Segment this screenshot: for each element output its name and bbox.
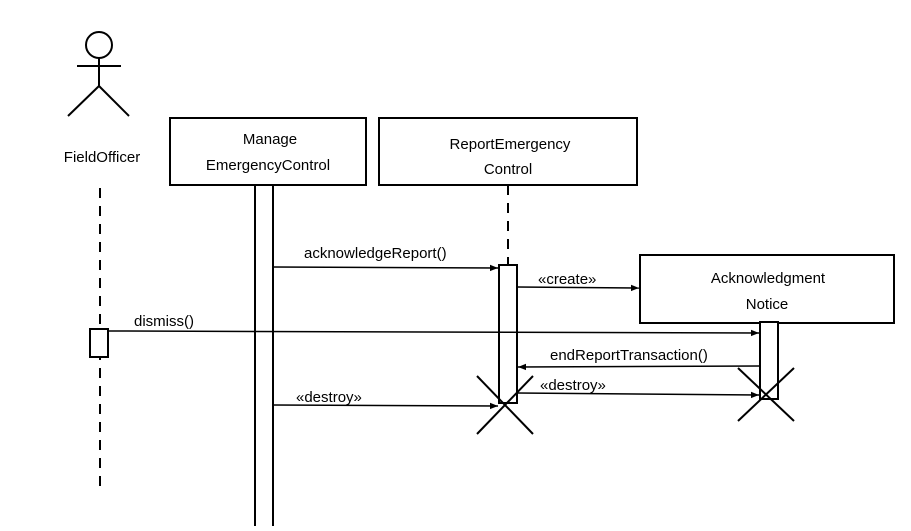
object-label-line1: Acknowledgment — [711, 270, 826, 287]
object-label-line2: EmergencyControl — [206, 157, 330, 174]
message-destroy-report: «destroy» — [272, 389, 499, 410]
object-box — [378, 117, 638, 186]
object-box — [169, 117, 367, 186]
message-destroy-notice: «destroy» — [516, 377, 760, 399]
actor-label: FieldOfficer — [64, 149, 140, 166]
message-arrow — [516, 391, 760, 399]
object-label-line1: Manage — [243, 131, 297, 148]
report-activation — [498, 264, 518, 404]
actor-field-officer: FieldOfficer — [64, 31, 140, 166]
message-label: endReportTransaction() — [550, 347, 708, 364]
notice-activation — [759, 321, 779, 400]
object-manage-emergency-control: Manage EmergencyControl — [169, 117, 367, 186]
manage-activation — [254, 184, 274, 531]
message-dismiss: dismiss() — [107, 313, 760, 337]
report-destroy-mark — [476, 375, 534, 435]
message-label: acknowledgeReport() — [304, 245, 447, 262]
object-label-line2: Control — [484, 161, 532, 178]
message-label: dismiss() — [134, 313, 194, 330]
object-label-line2: Notice — [746, 296, 789, 313]
actor-right-leg — [98, 85, 130, 117]
object-acknowledgment-notice: Acknowledgment Notice — [639, 254, 895, 324]
actor-head — [85, 31, 113, 59]
message-end-report-transaction: endReportTransaction() — [517, 347, 761, 371]
message-arrow — [517, 363, 761, 371]
message-create: «create» — [516, 271, 640, 292]
object-label-line1: ReportEmergency — [450, 136, 571, 153]
field-officer-activation — [89, 328, 109, 358]
message-arrow — [272, 402, 499, 410]
object-report-emergency-control: ReportEmergency Control — [378, 117, 638, 186]
actor-left-leg — [67, 85, 100, 117]
message-arrow — [516, 284, 640, 292]
message-arrow — [107, 329, 760, 337]
message-arrow — [272, 264, 499, 272]
message-acknowledge-report: acknowledgeReport() — [272, 245, 499, 272]
message-label: «create» — [538, 271, 596, 288]
message-label: «destroy» — [540, 377, 606, 394]
message-label: «destroy» — [296, 389, 362, 406]
notice-destroy-mark — [737, 367, 795, 422]
